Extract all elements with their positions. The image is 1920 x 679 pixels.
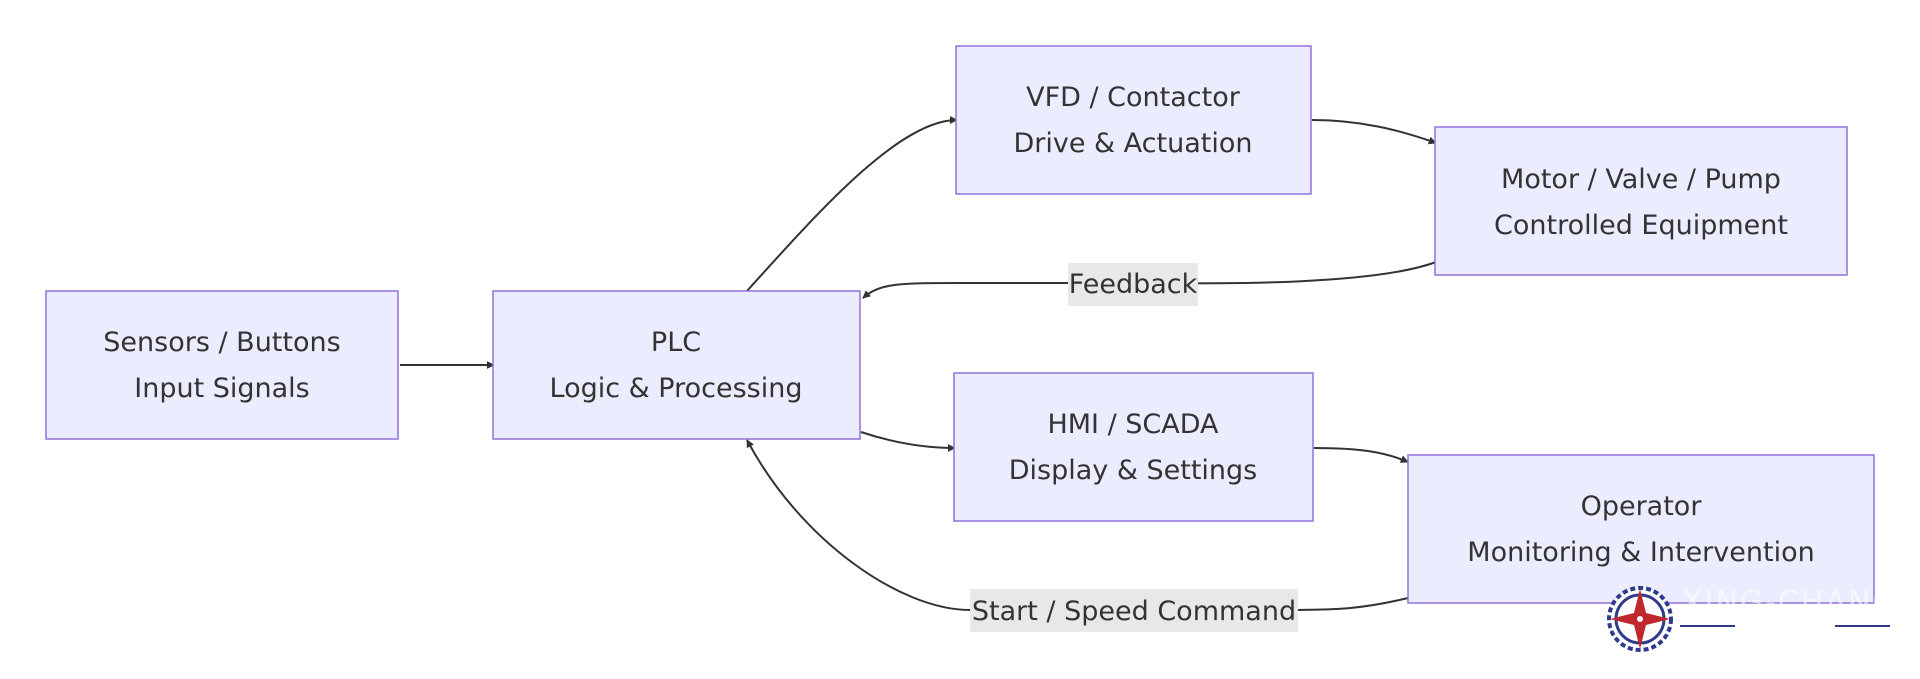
- edge-plc-to-hmi: [860, 431, 956, 452]
- command-label: Start / Speed Command: [970, 589, 1298, 632]
- node-hmi-subtitle: Display & Settings: [1009, 455, 1257, 486]
- node-vfd-subtitle: Drive & Actuation: [1013, 128, 1252, 159]
- node-plc: PLC Logic & Processing: [492, 290, 861, 440]
- node-sensors-subtitle: Input Signals: [134, 373, 310, 404]
- node-motor: Motor / Valve / Pump Controlled Equipmen…: [1434, 126, 1848, 276]
- edge-plc-to-vfd: [746, 116, 958, 292]
- node-sensors: Sensors / Buttons Input Signals: [45, 290, 399, 440]
- compass-star-gear-icon: [1607, 586, 1673, 652]
- watermark-text: XING-CHANG: [1682, 585, 1898, 620]
- edge-hmi-to-operator: [1313, 447, 1409, 463]
- node-motor-title: Motor / Valve / Pump: [1501, 164, 1781, 195]
- node-motor-subtitle: Controlled Equipment: [1494, 210, 1788, 241]
- node-plc-title: PLC: [651, 327, 701, 358]
- node-plc-subtitle: Logic & Processing: [550, 373, 803, 404]
- node-operator-subtitle: Monitoring & Intervention: [1467, 537, 1814, 568]
- watermark-logo: XING-CHANG: [1607, 585, 1898, 652]
- edge-operator-command-to-plc: [746, 439, 1409, 611]
- node-operator-title: Operator: [1581, 491, 1703, 522]
- command-label-text: Start / Speed Command: [972, 596, 1296, 627]
- node-vfd: VFD / Contactor Drive & Actuation: [955, 45, 1312, 195]
- node-hmi-title: HMI / SCADA: [1047, 409, 1219, 440]
- node-operator: Operator Monitoring & Intervention: [1407, 454, 1875, 604]
- feedback-label: Feedback: [1068, 263, 1198, 306]
- node-vfd-title: VFD / Contactor: [1026, 82, 1241, 113]
- node-hmi: HMI / SCADA Display & Settings: [953, 372, 1314, 522]
- edge-vfd-to-motor: [1311, 119, 1437, 145]
- node-sensors-title: Sensors / Buttons: [103, 327, 340, 358]
- feedback-label-text: Feedback: [1069, 269, 1198, 300]
